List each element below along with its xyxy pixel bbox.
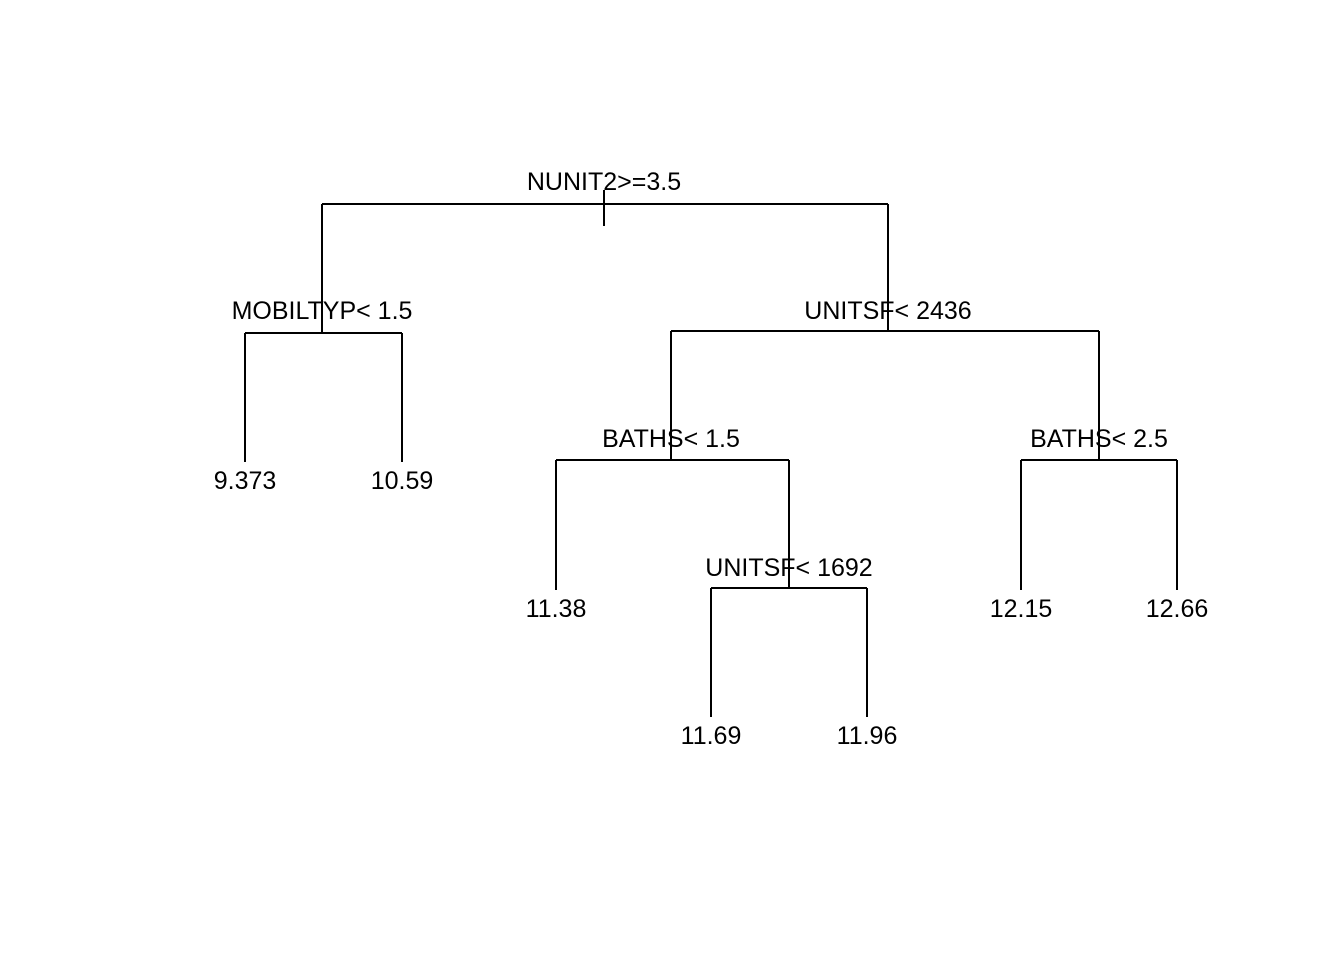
split-label-n6: BATHS< 1.5 [602,425,740,453]
leaf-label-n4: 9.373 [214,467,277,495]
tree-split-bars-layer [245,190,1177,589]
split-label-n9: UNITSF< 1692 [705,554,872,582]
leaf-label-n10: 11.69 [681,722,742,750]
split-label-n3: UNITSF< 2436 [804,297,971,325]
leaf-label-n11: 11.96 [837,722,898,750]
leaf-label-n5: 10.59 [371,467,434,495]
leaf-label-n13: 12.66 [1146,595,1209,623]
split-label-n2: MOBILTYP< 1.5 [232,297,413,325]
leaf-label-n8: 11.38 [526,595,587,623]
tree-edges-layer [244,204,1178,717]
split-label-n1: NUNIT2>=3.5 [527,168,681,196]
leaf-label-n12: 12.15 [990,595,1053,623]
split-label-n7: BATHS< 2.5 [1030,425,1168,453]
tree-leaf-labels-layer: 9.373 10.59 11.38 11.69 11.96 12.15 12.66 [214,467,1209,750]
